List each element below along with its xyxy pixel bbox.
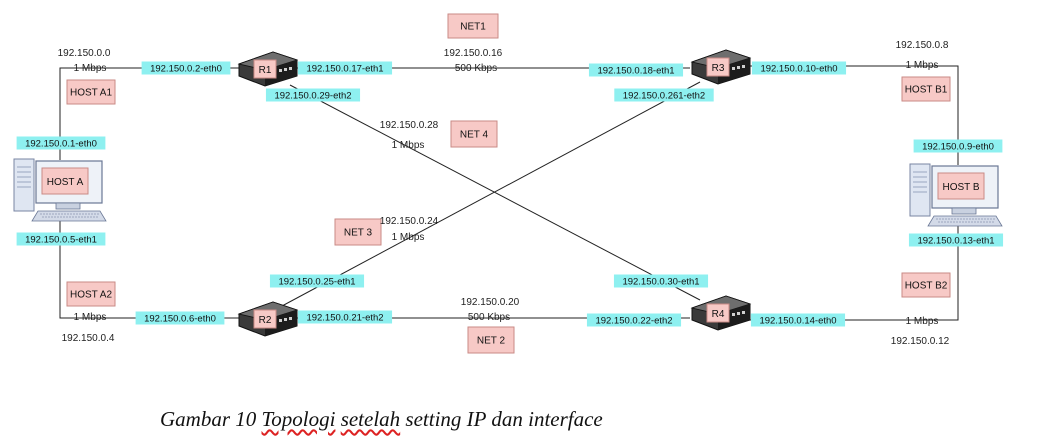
interface-label-text: 192.150.0.29-eth2	[274, 91, 351, 102]
interface-label-text: 192.150.0.5-eth1	[25, 235, 97, 246]
interface-label-r1-eth0: 192.150.0.2-eth0	[141, 61, 231, 75]
caption-word-setelah: setelah	[340, 407, 401, 431]
interface-label-r3-eth0: 192.150.0.10-eth0	[751, 61, 847, 75]
text-net4-speed: 1 Mbps	[392, 140, 425, 151]
box-host-b1: HOST B1	[901, 76, 951, 102]
interface-label-text: 192.150.0.2-eth0	[150, 64, 222, 75]
box-label: NET 2	[477, 336, 506, 347]
box-label: NET1	[460, 22, 486, 33]
box-host-a2: HOST A2	[66, 281, 116, 307]
text-net2-speed: 500 Kbps	[468, 312, 510, 323]
interface-label-ha-eth1: 192.150.0.5-eth1	[16, 232, 106, 246]
box-net1: NET1	[447, 13, 499, 39]
interface-label-text: 192.150.0.25-eth1	[278, 277, 355, 288]
interface-label-hb-eth0: 192.150.0.9-eth0	[913, 139, 1003, 153]
interface-label-r3-eth2: 192.150.0.261-eth2	[614, 88, 714, 102]
interface-label-text: 192.150.0.22-eth2	[595, 316, 672, 327]
interface-label-text: 192.150.0.9-eth0	[922, 142, 994, 153]
interface-label-r2-eth2: 192.150.0.21-eth2	[297, 310, 393, 324]
box-net4: NET 4	[450, 120, 498, 148]
host-b[interactable]: HOST B	[909, 163, 1003, 227]
text-net-b1-addr: 192.150.0.8	[896, 40, 949, 51]
interface-label-text: 192.150.0.6-eth0	[144, 314, 216, 325]
host-a[interactable]: HOST A	[13, 158, 107, 222]
text-net-a1-speed: 1 Mbps	[74, 63, 107, 74]
text-net-a1-addr: 192.150.0.0	[58, 48, 111, 59]
link-r1-r4	[289, 84, 701, 301]
box-label: NET 4	[460, 130, 489, 141]
interface-label-r4-eth0: 192.150.0.14-eth0	[750, 313, 846, 327]
interface-label-text: 192.150.0.30-eth1	[622, 277, 699, 288]
text-net-a2-speed: 1 Mbps	[74, 312, 107, 323]
box-label: NET 3	[344, 228, 373, 239]
text-net2-addr: 192.150.0.20	[461, 297, 520, 308]
interface-label-text: 192.150.0.13-eth1	[917, 236, 994, 247]
router-r2[interactable]: R2	[237, 301, 299, 337]
interface-label-r1-eth2: 192.150.0.29-eth2	[265, 88, 361, 102]
text-net-b2-addr: 192.150.0.12	[891, 336, 950, 347]
link-r3-r2	[281, 81, 701, 307]
interface-label-r4-eth2: 192.150.0.22-eth2	[586, 313, 682, 327]
text-net3-speed: 1 Mbps	[392, 232, 425, 243]
interface-label-text: 192.150.0.21-eth2	[306, 313, 383, 324]
interface-label-text: 192.150.0.10-eth0	[760, 64, 837, 75]
text-net3-addr: 192.150.0.24	[380, 216, 439, 227]
box-label: HOST B1	[905, 85, 948, 96]
caption-suffix: setting IP dan interface	[400, 407, 603, 431]
router-r1[interactable]: R1	[237, 51, 299, 87]
text-net-a2-addr: 192.150.0.4	[62, 333, 115, 344]
interface-label-r2-eth1: 192.150.0.25-eth1	[269, 274, 365, 288]
text-net-b2-speed: 1 Mbps	[906, 316, 939, 327]
interface-label-text: 192.150.0.1-eth0	[25, 139, 97, 150]
interface-label-r1-eth1: 192.150.0.17-eth1	[297, 61, 393, 75]
interface-label-text: 192.150.0.261-eth2	[623, 91, 705, 102]
interface-label-text: 192.150.0.17-eth1	[306, 64, 383, 75]
caption-prefix: Gambar 10	[160, 407, 262, 431]
router-r3[interactable]: R3	[690, 49, 752, 85]
router-label: R3	[712, 63, 725, 74]
router-label: R2	[259, 315, 272, 326]
box-host-a1: HOST A1	[66, 79, 116, 105]
figure-caption: Gambar 10 Topologi setelah setting IP da…	[160, 407, 760, 437]
box-label: HOST A2	[70, 290, 112, 301]
interface-label-r3-eth1: 192.150.0.18-eth1	[588, 63, 684, 77]
text-net1-speed: 500 Kbps	[455, 63, 497, 74]
interface-label-r4-eth1: 192.150.0.30-eth1	[613, 274, 709, 288]
box-host-b2: HOST B2	[901, 272, 951, 298]
network-links	[59, 65, 959, 321]
box-net3: NET 3	[334, 218, 382, 246]
box-label: HOST B2	[905, 281, 948, 292]
interface-label-r2-eth0: 192.150.0.6-eth0	[135, 311, 225, 325]
box-label: HOST A1	[70, 88, 112, 99]
interface-label-hb-eth1: 192.150.0.13-eth1	[908, 233, 1004, 247]
interface-label-text: 192.150.0.14-eth0	[759, 316, 836, 327]
host-label: HOST B	[942, 182, 979, 193]
host-label: HOST A	[47, 177, 84, 188]
text-net-b1-speed: 1 Mbps	[906, 60, 939, 71]
box-net2: NET 2	[467, 326, 515, 354]
router-r4[interactable]: R4	[690, 295, 752, 331]
text-net4-addr: 192.150.0.28	[380, 120, 439, 131]
interface-label-ha-eth0: 192.150.0.1-eth0	[16, 136, 106, 150]
router-label: R1	[259, 65, 272, 76]
interface-label-text: 192.150.0.18-eth1	[597, 66, 674, 77]
text-net1-addr: 192.150.0.16	[444, 48, 503, 59]
router-label: R4	[712, 309, 725, 320]
caption-word-topologi: Topologi	[261, 407, 336, 431]
